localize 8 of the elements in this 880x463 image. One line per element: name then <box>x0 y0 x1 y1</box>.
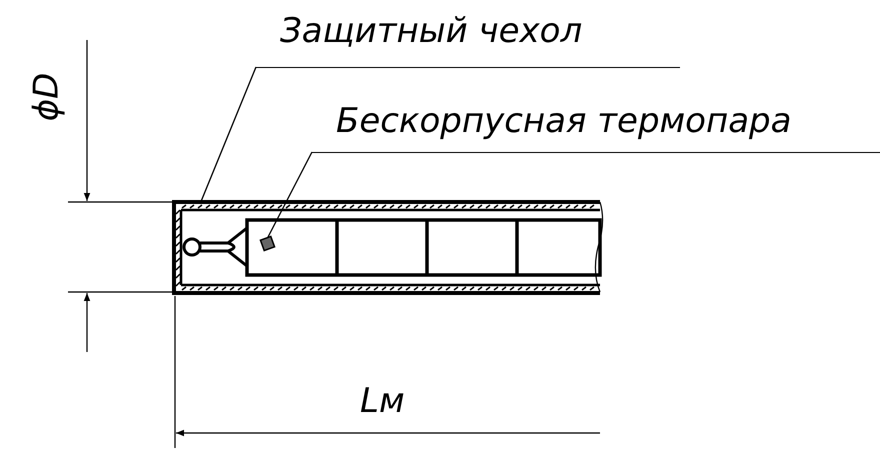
callout-label: Бескорпусная термопара <box>312 98 880 153</box>
dimension-label: ϕD <box>29 72 64 122</box>
leader-line <box>199 66 257 204</box>
leader-line <box>266 152 313 238</box>
sheath-tube-drawing <box>170 200 604 295</box>
thermocouple-junction <box>259 235 276 252</box>
callout-label: Защитный чехол <box>256 8 680 68</box>
dimension-label: Lм <box>360 384 405 418</box>
